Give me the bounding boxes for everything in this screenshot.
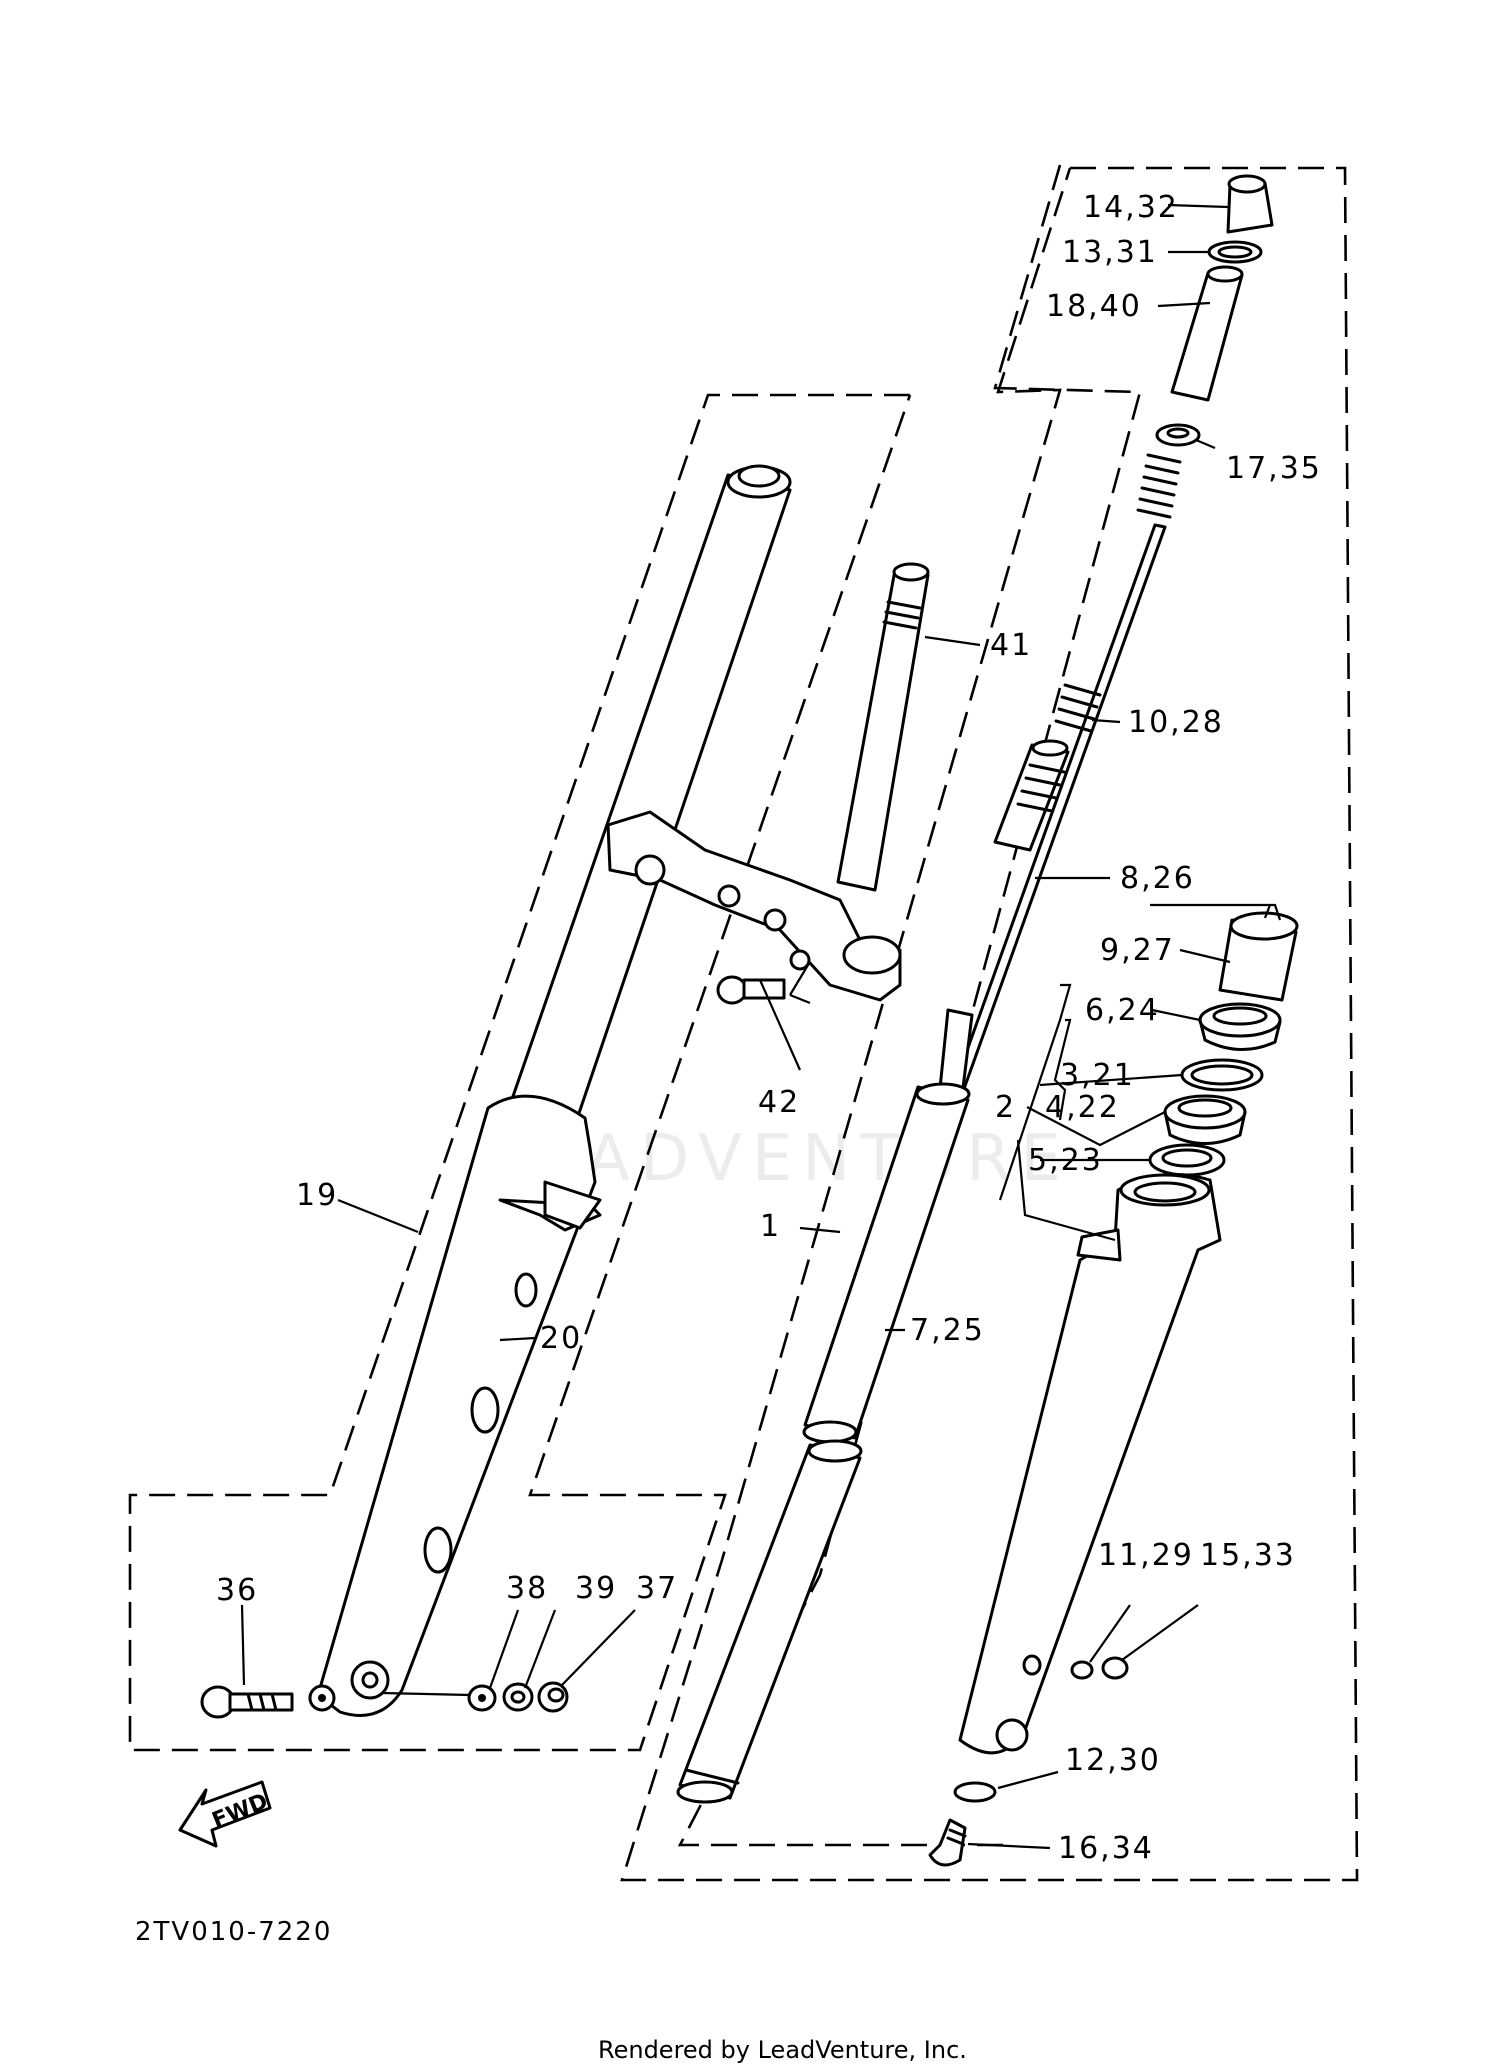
- callout-1: 1: [760, 1209, 781, 1244]
- callout-14-32: 14,32: [1083, 190, 1179, 225]
- callout-17-35: 17,35: [1226, 451, 1322, 486]
- callout-4-22: 4,22: [1045, 1090, 1120, 1125]
- nut-37: [537, 1681, 569, 1713]
- inner-tube-lower: [676, 1439, 863, 1804]
- callout-42: 42: [758, 1085, 800, 1120]
- inner-tube-7-25: [802, 1082, 971, 1444]
- o-ring-13-31: [1207, 240, 1263, 264]
- callout-9-27: 9,27: [1100, 933, 1175, 968]
- callout-2: 2: [995, 1090, 1016, 1125]
- bolt-16-34: [928, 1818, 967, 1867]
- callout-10-28: 10,28: [1128, 705, 1224, 740]
- group-boundary-cartridge: [620, 166, 1359, 1882]
- callout-15-33: 15,33: [1200, 1538, 1296, 1573]
- callout-7-25: 7,25: [910, 1313, 985, 1348]
- callout-36: 36: [216, 1573, 258, 1608]
- outer-tube-2: [958, 1172, 1222, 1755]
- callout-19: 19: [296, 1178, 338, 1213]
- group-boundary-left: [128, 393, 912, 1752]
- washer-axle: [308, 1684, 336, 1712]
- clip-3-21: [1180, 1058, 1264, 1092]
- bolt-15-33: [1101, 1656, 1129, 1680]
- rebound-spring-10-28: [1054, 683, 1102, 733]
- cap-bolt-14-32: [1226, 174, 1274, 234]
- callout-12-30: 12,30: [1065, 1743, 1161, 1778]
- spring-upper: [1136, 453, 1182, 519]
- washer-11-29: [1070, 1660, 1094, 1680]
- callout-41: 41: [990, 628, 1032, 663]
- outer-tube-20: [308, 1094, 602, 1717]
- callout-20: 20: [540, 1321, 582, 1356]
- callout-13-31: 13,31: [1062, 235, 1158, 270]
- callout-37: 37: [636, 1571, 678, 1606]
- dust-seal-6-24: [1198, 1002, 1282, 1052]
- group-boundary-damper-rod: [677, 164, 1142, 1847]
- callout-38: 38: [506, 1571, 548, 1606]
- washer-38: [467, 1684, 497, 1712]
- axle-alignment-line: [381, 1691, 471, 1697]
- credit-text: Rendered by LeadVenture, Inc.: [598, 2036, 967, 2064]
- spacer-18-40: [1170, 265, 1244, 402]
- callout-11-29: 11,29: [1098, 1538, 1194, 1573]
- callout-6-24: 6,24: [1085, 993, 1160, 1028]
- callout-39: 39: [575, 1571, 617, 1606]
- under-bracket: [606, 810, 902, 1002]
- steering-stem-41: [836, 562, 930, 892]
- washer-12-30: [953, 1781, 997, 1803]
- bolt-42: [716, 964, 811, 1005]
- callout-3-21: 3,21: [1060, 1058, 1135, 1093]
- fwd-arrow: FWD: [178, 1780, 272, 1848]
- callout-18-40: 18,40: [1046, 289, 1142, 324]
- washer-39: [502, 1682, 534, 1712]
- leader-lines: [240, 203, 1282, 1850]
- piston: [993, 739, 1070, 852]
- bushing-9-27: [1218, 911, 1299, 1002]
- washer-17-35: [1155, 423, 1201, 447]
- callout-8-26: 8,26: [1120, 861, 1195, 896]
- callout-5-23: 5,23: [1028, 1143, 1103, 1178]
- diagram-code: 2TV010-7220: [135, 1917, 332, 1947]
- oil-seal-4-22: [1163, 1094, 1247, 1145]
- callout-16-34: 16,34: [1058, 1831, 1154, 1866]
- bolt-36: [200, 1685, 294, 1719]
- washer-5-23: [1148, 1143, 1226, 1177]
